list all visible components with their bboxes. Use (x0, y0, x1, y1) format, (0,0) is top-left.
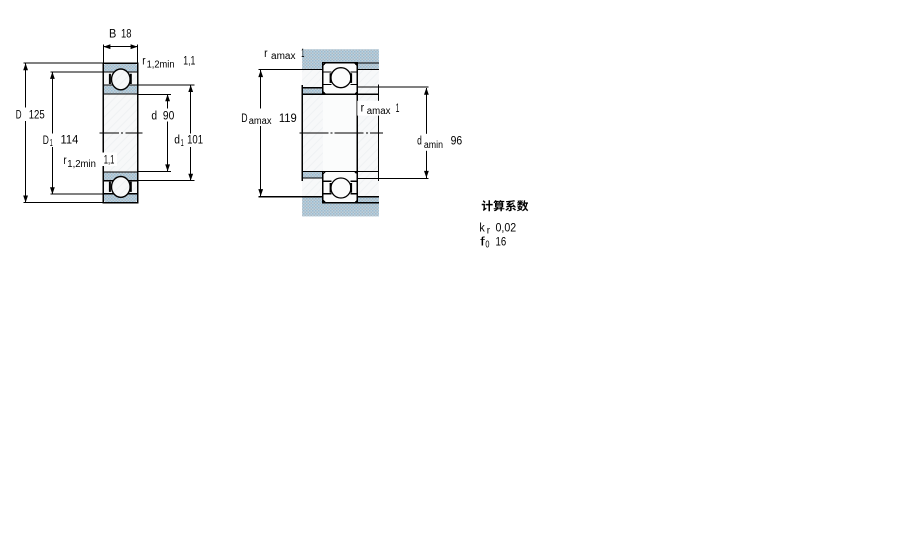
svg-text:k: k (479, 222, 485, 234)
svg-text:18: 18 (121, 29, 132, 41)
svg-text:114: 114 (61, 135, 79, 147)
svg-text:D: D (241, 113, 247, 125)
svg-text:125: 125 (29, 110, 45, 122)
svg-text:r: r (142, 56, 145, 68)
svg-text:1,1: 1,1 (183, 55, 195, 67)
svg-text:1,1: 1,1 (104, 155, 115, 167)
svg-text:r: r (264, 48, 268, 60)
svg-text:f: f (480, 236, 486, 248)
svg-text:D: D (16, 110, 22, 122)
svg-text:amax: amax (367, 106, 391, 117)
svg-text:16: 16 (496, 236, 507, 248)
svg-text:90: 90 (163, 110, 174, 122)
svg-text:amin: amin (424, 140, 443, 151)
svg-text:119: 119 (279, 113, 297, 125)
svg-text:101: 101 (187, 135, 203, 147)
svg-text:d: d (417, 136, 422, 148)
svg-text:1: 1 (50, 138, 53, 149)
svg-text:96: 96 (451, 136, 463, 148)
svg-text:r: r (63, 155, 66, 167)
svg-text:amax: amax (271, 51, 296, 62)
svg-text:amax: amax (249, 116, 272, 127)
svg-text:r: r (361, 103, 365, 115)
svg-text:1: 1 (181, 138, 184, 149)
svg-text:1,2min: 1,2min (67, 159, 96, 170)
svg-text:r: r (487, 226, 491, 237)
svg-text:1: 1 (396, 103, 400, 115)
svg-text:d: d (151, 110, 157, 122)
svg-text:1,2min: 1,2min (147, 60, 175, 71)
svg-text:1: 1 (301, 48, 304, 60)
svg-text:d: d (174, 135, 180, 147)
svg-text:B: B (109, 29, 117, 41)
svg-text:D: D (43, 135, 49, 147)
svg-text:0: 0 (485, 240, 490, 251)
svg-text:0,02: 0,02 (496, 223, 517, 235)
